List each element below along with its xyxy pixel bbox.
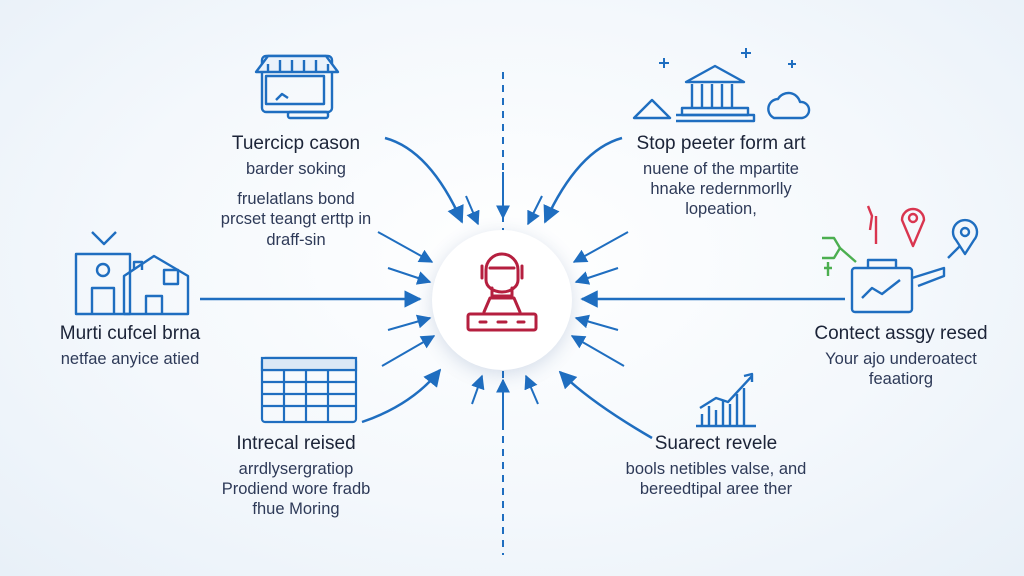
node-right: Contect assgy resed Your ajo underoatect…: [796, 322, 1006, 389]
node-top-right: Stop peeter form art nuene of the mparti…: [606, 132, 836, 220]
node-line: feaatiorg: [868, 370, 934, 389]
node-line: bereedtipal aree ther: [639, 480, 793, 499]
bar-chart-growth-icon: [696, 372, 756, 428]
node-title: Contect assgy resed: [814, 323, 988, 344]
central-hub: [432, 230, 572, 370]
node-title: Tuercicp cason: [231, 133, 361, 154]
briefcase-map-pins-icon: [822, 205, 979, 314]
node-line: Prodiend wore fradb: [221, 480, 371, 499]
node-top-left: Tuercicp cason barder soking fruelatlans…: [196, 132, 396, 250]
node-line: Your ajo underoatect: [825, 350, 977, 369]
connector-top-left: [384, 136, 464, 224]
spreadsheet-window-icon: [260, 356, 358, 424]
storefront-monitor-icon: [254, 54, 340, 120]
house-warehouse-icon: [74, 231, 190, 316]
node-left: Murti cufcel brna netfae anyice atied: [30, 322, 230, 369]
node-title: Murti cufcel brna: [59, 323, 201, 344]
node-line: draff-sin: [266, 230, 326, 249]
node-bottom-left: Intrecal reised arrdlysergratiop Prodien…: [196, 432, 396, 520]
node-line: fhue Moring: [252, 500, 340, 519]
node-line: barder soking: [246, 160, 346, 179]
node-title: Suarect revele: [654, 433, 778, 454]
node-line: hnake redernmorlly: [650, 180, 792, 199]
node-title: Intrecal reised: [236, 433, 356, 454]
node-bottom-right: Suarect revele bools netibles valse, and…: [596, 432, 836, 499]
bank-cloud-icon: [632, 48, 811, 123]
connector-bottom-right: [558, 370, 653, 440]
node-line: netfae anyice atied: [60, 350, 200, 369]
node-line: prcset teangt erttp in: [220, 210, 372, 229]
radial-arrow-ticks: [377, 172, 629, 430]
node-line: fruelatlans bond: [237, 190, 355, 209]
node-line: nuene of the mpartite: [643, 160, 799, 179]
node-title: Stop peeter form art: [636, 133, 806, 154]
node-line: arrdlysergratiop: [238, 460, 354, 479]
connector-top-right: [543, 136, 623, 224]
connector-bottom-left: [361, 368, 442, 424]
node-line: bools netibles valse, and: [625, 460, 807, 479]
robot-person-icon: [466, 252, 538, 332]
node-line: lopeation,: [685, 200, 757, 219]
